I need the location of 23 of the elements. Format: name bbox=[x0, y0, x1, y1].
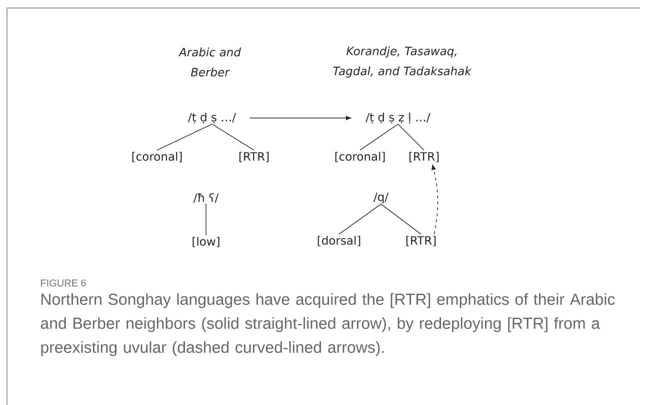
phonology-label: [RTR] bbox=[409, 152, 439, 162]
phonology-label: /ṭ ḍ ṣ ẓ ḷ …/ bbox=[366, 112, 430, 124]
figure-number: FIGURE 6 bbox=[41, 279, 86, 287]
tree-line bbox=[380, 204, 422, 235]
tree-line bbox=[212, 124, 254, 151]
tree-line bbox=[338, 204, 382, 235]
phonology-label: [RTR] bbox=[406, 236, 436, 246]
language-heading: Korandje, Tasawaq, Tagdal, and Tadaksahak bbox=[333, 46, 472, 78]
phonology-label: /ħ ʕ/ bbox=[193, 193, 219, 203]
phonology-label: /ṭ ḍ ṣ …/ bbox=[188, 112, 236, 124]
arrow bbox=[249, 116, 352, 120]
arrow bbox=[431, 164, 438, 235]
language-heading: Arabic and Berber bbox=[178, 48, 242, 76]
tree-line bbox=[398, 124, 424, 151]
tree-line bbox=[360, 124, 398, 151]
phonology-label: [coronal] bbox=[132, 152, 182, 162]
phonology-label: [low] bbox=[192, 236, 220, 248]
phonology-label: [coronal] bbox=[335, 152, 385, 162]
phonology-label: [RTR] bbox=[239, 152, 269, 162]
figure-caption: Northern Songhay languages have acquired the [RTR] emphatics of their Arabic and Berber neighbors (solid straight-lined arrow), by redeploying [RTR] from a preexisting uvular (dashed curved-lined arrows). bbox=[40, 293, 615, 356]
tree-line bbox=[156, 124, 212, 151]
phonology-label: [dorsal] bbox=[318, 236, 360, 246]
phonology-label: /q/ bbox=[373, 192, 389, 204]
